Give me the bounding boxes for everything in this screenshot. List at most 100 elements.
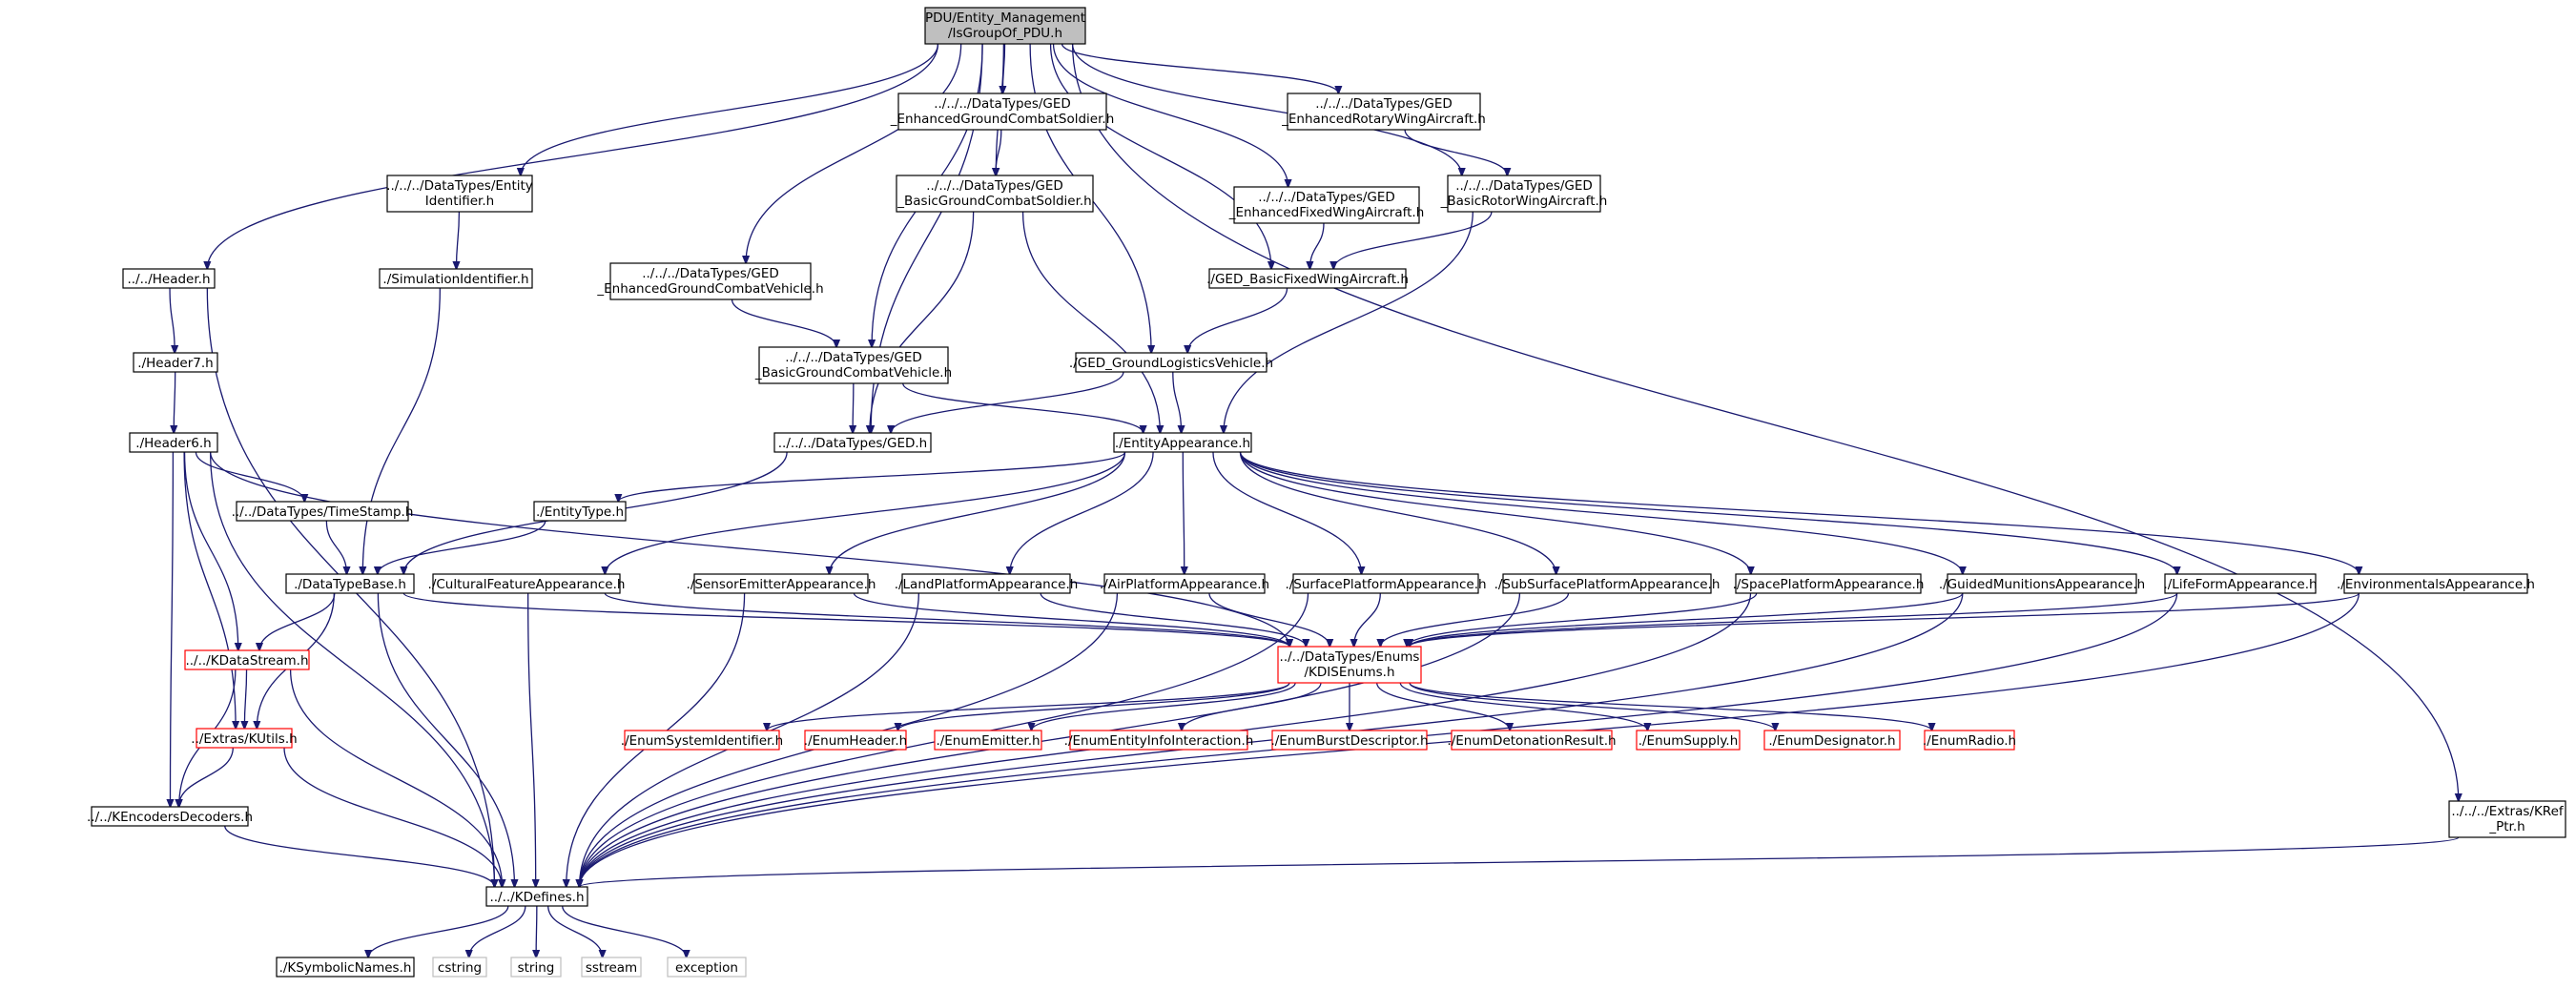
node-label: ./EntityType.h — [536, 504, 624, 520]
node-header7[interactable]: ./Header7.h — [133, 352, 218, 373]
edge-root-to-egcv — [746, 43, 962, 263]
node-eheader[interactable]: ./EnumHeader.h — [804, 730, 907, 751]
node-eeii[interactable]: ./EnumEntityInfoInteraction.h — [1064, 730, 1254, 751]
node-glv[interactable]: ./GED_GroundLogisticsVehicle.h — [1069, 352, 1273, 373]
edge-kref-to-kdefines — [580, 836, 2460, 887]
node-box — [581, 957, 642, 978]
node-edesig[interactable]: ./EnumDesignator.h — [1763, 730, 1901, 751]
node-erwa[interactable]: ../../../DataTypes/GED_EnhancedRotaryWin… — [1281, 93, 1486, 131]
node-label: ../../../DataTypes/GED — [1315, 96, 1453, 112]
edge-kutils-to-kencdec — [178, 747, 234, 807]
edge-space-to-enums — [1407, 592, 1758, 647]
edge-bfwa-to-glv — [1187, 287, 1288, 353]
node-box — [2164, 573, 2317, 594]
node-label: ./SimulationIdentifier.h — [382, 272, 528, 287]
node-box — [129, 432, 218, 453]
node-root[interactable]: PDU/Entity_Management/IsGroupOf_PDU.h — [924, 7, 1086, 45]
node-entapp[interactable]: ./EntityAppearance.h — [1113, 432, 1252, 453]
node-environ[interactable]: ./EnvironmentalsAppearance.h — [2337, 573, 2535, 594]
node-label: /KDISEnums.h — [1304, 665, 1394, 680]
node-label: ./GuidedMunitionsAppearance.h — [1939, 577, 2145, 592]
node-kdefines[interactable]: ../../KDefines.h — [485, 886, 588, 907]
edge-kencdec-to-kdefines — [224, 825, 495, 887]
node-kdatastream[interactable]: ../../KDataStream.h — [184, 649, 310, 670]
node-land[interactable]: ./LandPlatformAppearance.h — [895, 573, 1079, 594]
node-ksym[interactable]: ./KSymbolicNames.h — [276, 957, 415, 978]
node-ged[interactable]: ../../../DataTypes/GED.h — [773, 432, 932, 453]
node-header6[interactable]: ./Header6.h — [129, 432, 218, 453]
edge-kutils-to-kdefines — [283, 747, 502, 887]
node-cultural[interactable]: ./CulturalFeatureAppearance.h — [428, 573, 626, 594]
node-box — [758, 346, 949, 384]
edge-air-to-enums — [1208, 592, 1329, 647]
node-enttype[interactable]: ./EntityType.h — [533, 501, 627, 522]
node-label: ./SubSurfacePlatformAppearance.h — [1494, 577, 1721, 592]
node-box — [1447, 175, 1601, 213]
node-kref[interactable]: ../../../Extras/KRef_Ptr.h — [2448, 800, 2566, 838]
node-kutils[interactable]: ../Extras/KUtils.h — [191, 728, 298, 749]
node-space[interactable]: ./SpacePlatformAppearance.h — [1733, 573, 1925, 594]
edge-glv-to-entapp — [1172, 371, 1182, 433]
node-label: ./SurfacePlatformAppearance.h — [1285, 577, 1486, 592]
node-box — [184, 649, 310, 670]
node-air[interactable]: ./AirPlatformAppearance.h — [1100, 573, 1269, 594]
node-label: ../../../Extras/KRef — [2451, 804, 2565, 819]
node-header[interactable]: ../../Header.h — [122, 268, 216, 289]
node-box — [1277, 646, 1422, 684]
node-label: /IsGroupOf_PDU.h — [948, 26, 1062, 41]
node-label: ../../KDefines.h — [489, 890, 584, 905]
node-edet[interactable]: ./EnumDetonationResult.h — [1447, 730, 1617, 751]
node-label: ./CulturalFeatureAppearance.h — [428, 577, 626, 592]
edge-header6-to-kdatastream — [183, 451, 238, 650]
node-box — [379, 268, 533, 289]
node-sensor[interactable]: ./SensorEmitterAppearance.h — [687, 573, 876, 594]
node-egcs[interactable]: ../../../DataTypes/GED_EnhancedGroundCom… — [890, 93, 1115, 131]
node-label: ./EnumHeader.h — [804, 733, 907, 749]
node-efwa[interactable]: ../../../DataTypes/GED_EnhancedFixedWing… — [1228, 186, 1425, 224]
node-box — [1233, 186, 1420, 224]
node-surface[interactable]: ./SurfacePlatformAppearance.h — [1285, 573, 1487, 594]
node-brwa[interactable]: ../../../DataTypes/GED_BasicRotorWingAir… — [1440, 175, 1608, 213]
node-lifeform[interactable]: ./LifeFormAppearance.h — [2163, 573, 2318, 594]
node-label: ../../../DataTypes/GED — [642, 266, 779, 281]
node-box — [624, 730, 780, 751]
node-subsurface[interactable]: ./SubSurfacePlatformAppearance.h — [1494, 573, 1721, 594]
node-label: ./EnumDesignator.h — [1768, 733, 1895, 749]
node-box — [924, 7, 1086, 45]
node-label: ./EnumSystemIdentifier.h — [621, 733, 783, 749]
node-simid[interactable]: ./SimulationIdentifier.h — [379, 268, 533, 289]
node-enums[interactable]: ../../DataTypes/Enums/KDISEnums.h — [1277, 646, 1422, 684]
edge-header6-to-kutils — [183, 451, 236, 729]
edge-enums-to-edet — [1376, 682, 1510, 731]
node-eemitter[interactable]: ./EnumEmitter.h — [934, 730, 1042, 751]
node-esupply[interactable]: ./EnumSupply.h — [1636, 730, 1741, 751]
node-timestamp[interactable]: ../../DataTypes/TimeStamp.h — [232, 501, 414, 522]
node-label: _BasicRotorWingAircraft.h — [1440, 194, 1608, 209]
node-label: ./EnumEntityInfoInteraction.h — [1064, 733, 1254, 749]
node-label: ./EntityAppearance.h — [1115, 436, 1250, 451]
node-label: PDU/Entity_Management — [925, 10, 1085, 26]
node-eradio[interactable]: ./EnumRadio.h — [1923, 730, 2016, 751]
node-box — [1075, 352, 1267, 373]
node-label: ./EnumSupply.h — [1638, 733, 1739, 749]
edge-entapp-to-land — [1010, 451, 1154, 574]
node-guided[interactable]: ./GuidedMunitionsAppearance.h — [1939, 573, 2145, 594]
node-kencdec[interactable]: ../../KEncodersDecoders.h — [87, 806, 253, 827]
node-box — [432, 573, 621, 594]
node-bgcs[interactable]: ../../../DataTypes/GED_BasicGroundCombat… — [896, 175, 1094, 213]
edge-root-to-bfwa — [1049, 43, 1271, 269]
node-bfwa[interactable]: ./GED_BasicFixedWingAircraft.h — [1206, 268, 1409, 289]
node-esi[interactable]: ./EnumSystemIdentifier.h — [621, 730, 783, 751]
node-bgcv[interactable]: ../../../DataTypes/GED_BasicGroundCombat… — [754, 346, 952, 384]
node-eburst[interactable]: ./EnumBurstDescriptor.h — [1270, 730, 1429, 751]
edge-brwa-to-entapp — [1224, 211, 1473, 433]
edge-egcv-to-bgcv — [731, 298, 837, 347]
edge-kdefines-to-sstream — [547, 905, 603, 957]
node-box — [896, 175, 1094, 213]
node-label: ./AirPlatformAppearance.h — [1100, 577, 1269, 592]
edge-enums-to-esupply — [1399, 682, 1647, 731]
node-egcv[interactable]: ../../../DataTypes/GED_EnhancedGroundCom… — [596, 262, 824, 300]
node-dtbase[interactable]: ./DataTypeBase.h — [285, 573, 415, 594]
node-box — [1636, 730, 1741, 751]
